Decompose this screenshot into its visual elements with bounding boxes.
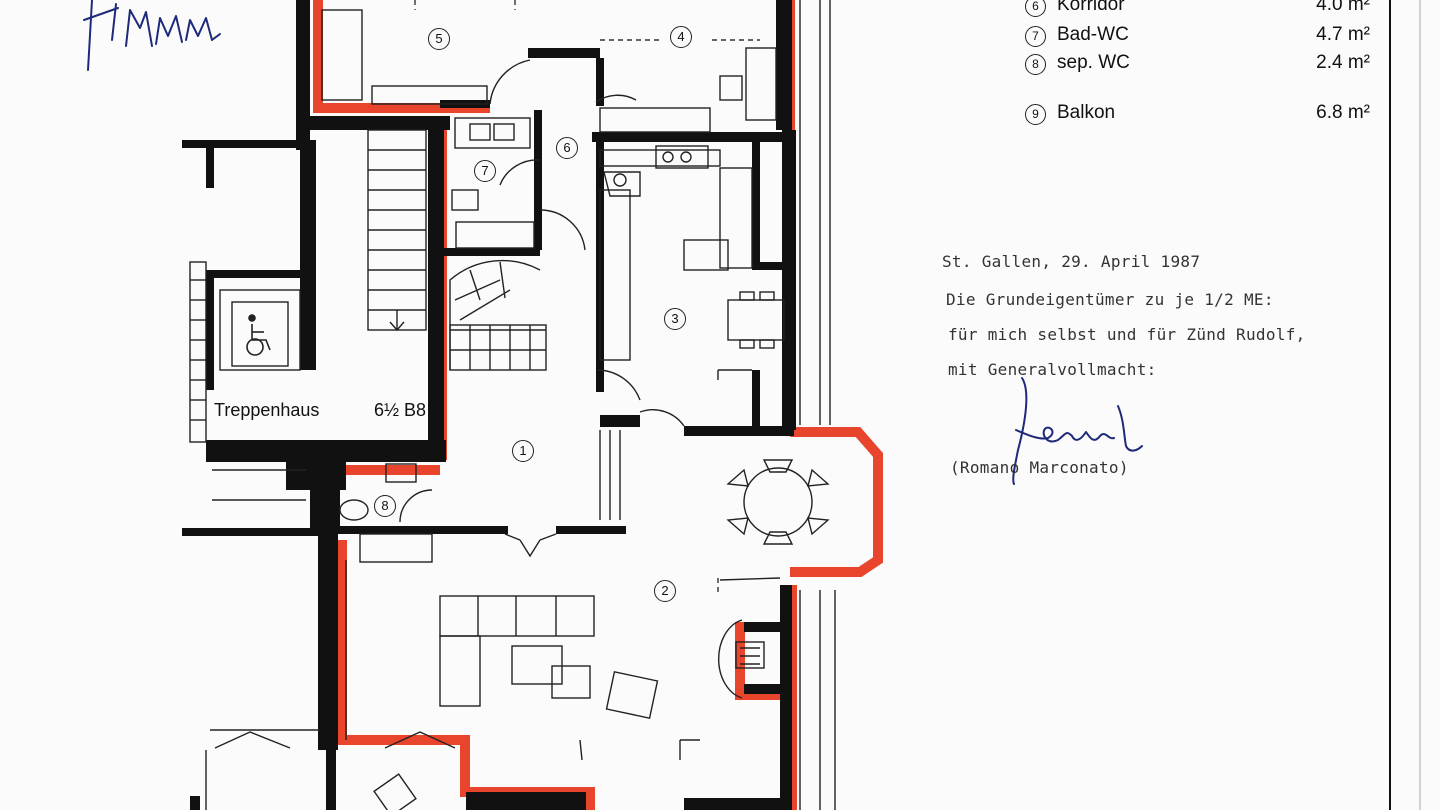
room-number-badge: 7 — [1025, 26, 1046, 47]
page-frame — [1389, 0, 1421, 810]
legend-row-bad-wc: 7 Bad-WC 4.7 m² — [1025, 24, 1370, 50]
stairwell-code: 6½ B8 — [374, 400, 427, 420]
legend-room-name: Balkon — [1057, 102, 1116, 123]
room-number-badge: 8 — [1025, 54, 1046, 75]
thin-linework — [189, 0, 836, 810]
legend-row-balkon: 9 Balkon 6.8 m² — [1025, 102, 1370, 128]
room-number-1: 1 — [512, 440, 534, 462]
place-date: St. Gallen, 29. April 1987 — [942, 252, 1201, 271]
room-number-2: 2 — [654, 580, 676, 602]
walls — [182, 0, 796, 810]
signatory-name: (Romano Marconato) — [950, 458, 1129, 477]
room-number-badge: 6 — [1025, 0, 1046, 17]
declaration-line-3: mit Generalvollmacht: — [948, 360, 1157, 379]
stairwell-label: Treppenhaus — [214, 400, 320, 420]
legend-room-name: Bad-WC — [1057, 24, 1129, 45]
room-number-8: 8 — [374, 495, 396, 517]
legend-room-area: 6.8 m² — [1316, 102, 1370, 123]
legend-room-area: 4.7 m² — [1316, 24, 1370, 45]
wheelchair-icon — [246, 314, 271, 356]
declaration-line-1: Die Grundeigentümer zu je 1/2 ME: — [946, 290, 1274, 309]
room-number-6: 6 — [556, 137, 578, 159]
room-number-badge: 9 — [1025, 104, 1046, 125]
dashed-hints — [414, 0, 760, 595]
legend-room-area: 2.4 m² — [1316, 52, 1370, 73]
legend-room-area: 4.0 m² — [1316, 0, 1370, 15]
room-number-3: 3 — [664, 308, 686, 330]
legend-room-name: sep. WC — [1057, 52, 1130, 73]
room-number-4: 4 — [670, 26, 692, 48]
legend-room-name: Korridor — [1057, 0, 1125, 15]
legend-row-sep-wc: 8 sep. WC 2.4 m² — [1025, 52, 1370, 78]
legend-row-korridor: 6 Korridor 4.0 m² — [1025, 0, 1370, 24]
room-number-5: 5 — [428, 28, 450, 50]
handwritten-initials — [83, 0, 221, 71]
declaration-line-2: für mich selbst und für Zünd Rudolf, — [948, 325, 1306, 344]
room-number-7: 7 — [474, 160, 496, 182]
signature-scribble — [1012, 377, 1143, 485]
